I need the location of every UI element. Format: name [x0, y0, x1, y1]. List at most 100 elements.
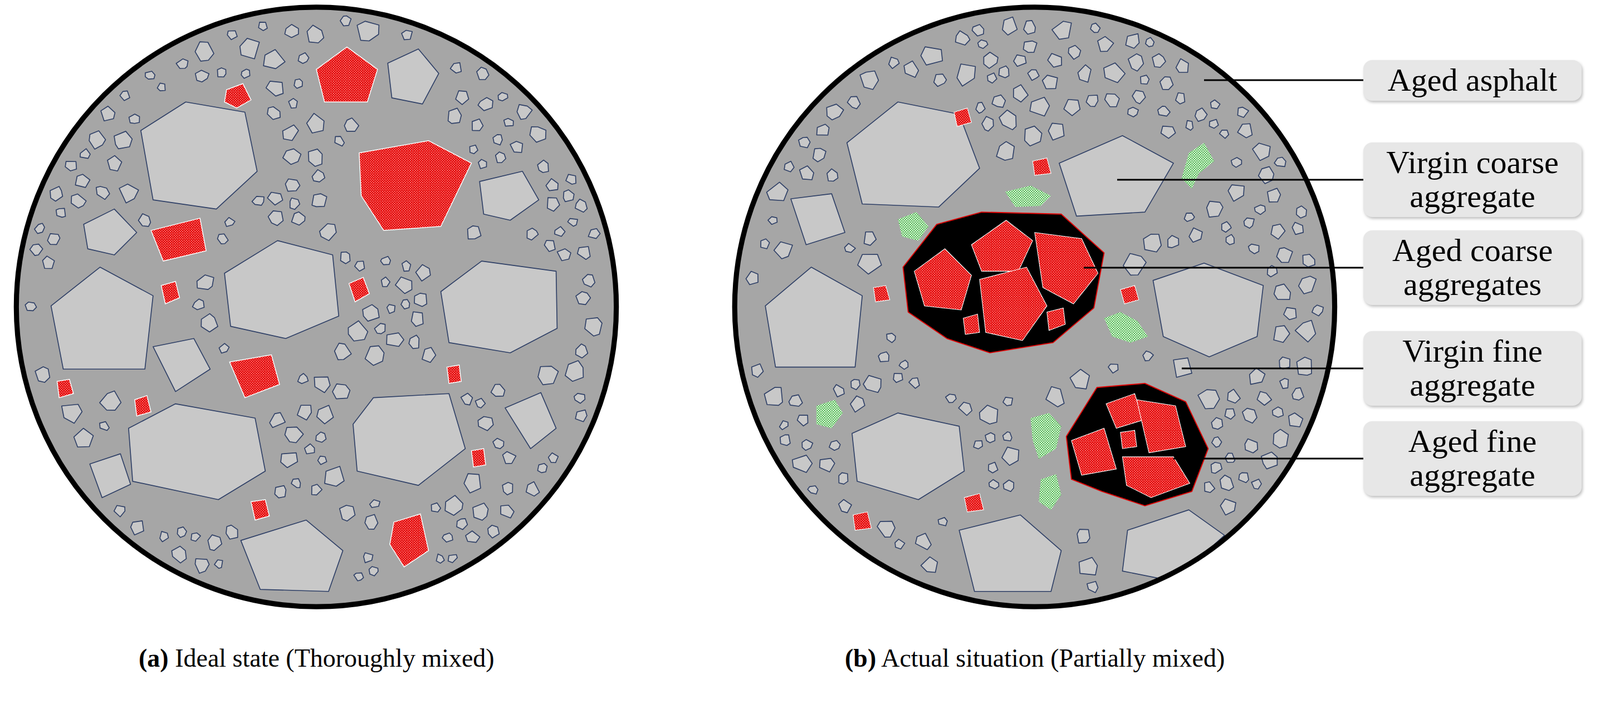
virgin-aggregate	[267, 106, 281, 120]
virgin-aggregate	[400, 299, 410, 310]
virgin-aggregate	[431, 503, 442, 513]
virgin-aggregate	[1292, 222, 1304, 235]
virgin-aggregate	[311, 193, 327, 207]
virgin-aggregate	[898, 360, 908, 370]
virgin-aggregate	[348, 320, 368, 341]
virgin-aggregate	[1048, 123, 1064, 140]
virgin-aggregate	[467, 226, 482, 239]
virgin-aggregate	[332, 384, 350, 400]
virgin-aggregate	[369, 500, 380, 508]
virgin-aggregate	[157, 82, 165, 91]
virgin-aggregate	[354, 261, 365, 272]
virgin-aggregate	[34, 223, 45, 234]
virgin-aggregate	[356, 21, 379, 41]
virgin-aggregate	[171, 546, 187, 564]
virgin-aggregate	[847, 96, 860, 109]
virgin-aggregate	[886, 333, 896, 344]
virgin-aggregate	[1283, 307, 1297, 321]
virgin-aggregate	[252, 196, 264, 206]
virgin-aggregate	[315, 432, 326, 443]
virgin-aggregate	[450, 62, 462, 74]
virgin-aggregate	[35, 367, 50, 383]
virgin-aggregate	[565, 174, 576, 185]
virgin-aggregate	[1244, 438, 1258, 453]
virgin-aggregate	[537, 463, 547, 474]
virgin-aggregate	[575, 344, 589, 359]
virgin-aggregate	[510, 141, 523, 153]
virgin-aggregate	[582, 274, 595, 288]
virgin-aggregate	[119, 184, 139, 204]
virgin-aggregate	[217, 233, 229, 244]
virgin-aggregate	[291, 478, 301, 488]
virgin-aggregate	[1248, 244, 1260, 254]
leader-line	[1083, 267, 1364, 269]
virgin-aggregate	[955, 30, 971, 46]
virgin-aggregate	[99, 422, 110, 432]
virgin-aggregate	[1238, 472, 1249, 483]
aged-aggregate	[1120, 285, 1139, 305]
virgin-aggregate	[765, 267, 863, 368]
virgin-aggregate	[779, 421, 789, 430]
virgin-aggregate	[227, 30, 238, 40]
virgin-aggregate	[369, 566, 379, 577]
virgin-aggregate	[444, 495, 463, 516]
virgin-aggregate	[1069, 369, 1090, 390]
virgin-aggregate	[1097, 36, 1114, 52]
virgin-aggregate	[838, 472, 848, 484]
virgin-aggregate	[1167, 235, 1179, 248]
virgin-aggregate	[1024, 126, 1042, 147]
virgin-aggregate	[864, 232, 877, 246]
virgin-aggregate	[280, 453, 298, 469]
aged-aggregate	[224, 83, 252, 109]
virgin-aggregate	[100, 106, 115, 121]
virgin-aggregate	[1157, 106, 1171, 117]
virgin-aggregate	[1002, 17, 1018, 36]
virgin-aggregate	[833, 384, 845, 398]
virgin-aggregate	[1002, 397, 1013, 406]
virgin-aggregate	[311, 169, 325, 183]
virgin-aggregate	[878, 351, 889, 362]
virgin-aggregate	[201, 314, 218, 333]
virgin-aggregate	[1237, 123, 1252, 138]
virgin-aggregate	[1227, 184, 1245, 202]
virgin-aggregate	[938, 517, 948, 527]
virgin-aggregate	[1254, 204, 1266, 215]
virgin-aggregate	[1085, 95, 1098, 107]
virgin-aggregate	[790, 193, 845, 246]
callout-box: Aged asphalt	[1363, 60, 1582, 101]
virgin-aggregate	[956, 64, 976, 87]
virgin-aggregate	[224, 240, 339, 339]
virgin-aggregate	[263, 49, 286, 69]
specimen-outline	[16, 7, 616, 608]
virgin-aggregate	[334, 343, 352, 361]
virgin-aggregate	[972, 24, 985, 37]
virgin-aggregate	[284, 24, 299, 38]
virgin-aggregate	[50, 186, 63, 202]
virgin-aggregate	[1068, 45, 1081, 60]
aged-aggregate	[316, 46, 378, 102]
virgin-aggregate	[401, 30, 413, 40]
virgin-aggregate	[317, 456, 327, 466]
virgin-aggregate	[487, 525, 499, 539]
subfigure-caption: (a) Ideal state (Thoroughly mixed)	[138, 644, 495, 674]
virgin-aggregate	[1209, 119, 1219, 129]
virgin-aggregate	[226, 525, 238, 540]
virgin-aggregate	[1027, 69, 1040, 81]
aged-aggregate	[853, 512, 872, 531]
virgin-aggregate	[274, 486, 286, 499]
virgin-aggregate	[1210, 99, 1221, 109]
aged-aggregate	[447, 365, 462, 384]
virgin-aggregate	[175, 59, 188, 69]
virgin-aggregate	[214, 560, 223, 569]
virgin-aggregate	[197, 275, 214, 290]
virgin-aggregate	[344, 118, 359, 132]
virgin-aggregate	[269, 412, 286, 428]
virgin-aggregate	[1183, 213, 1195, 222]
virgin-aggregate	[829, 441, 841, 452]
virgin-aggregate	[153, 338, 211, 392]
virgin-aggregate	[1296, 357, 1312, 376]
virgin-aggregate	[402, 261, 411, 272]
virgin-aggregate	[1267, 188, 1281, 203]
virgin-aggregate	[1256, 391, 1272, 406]
